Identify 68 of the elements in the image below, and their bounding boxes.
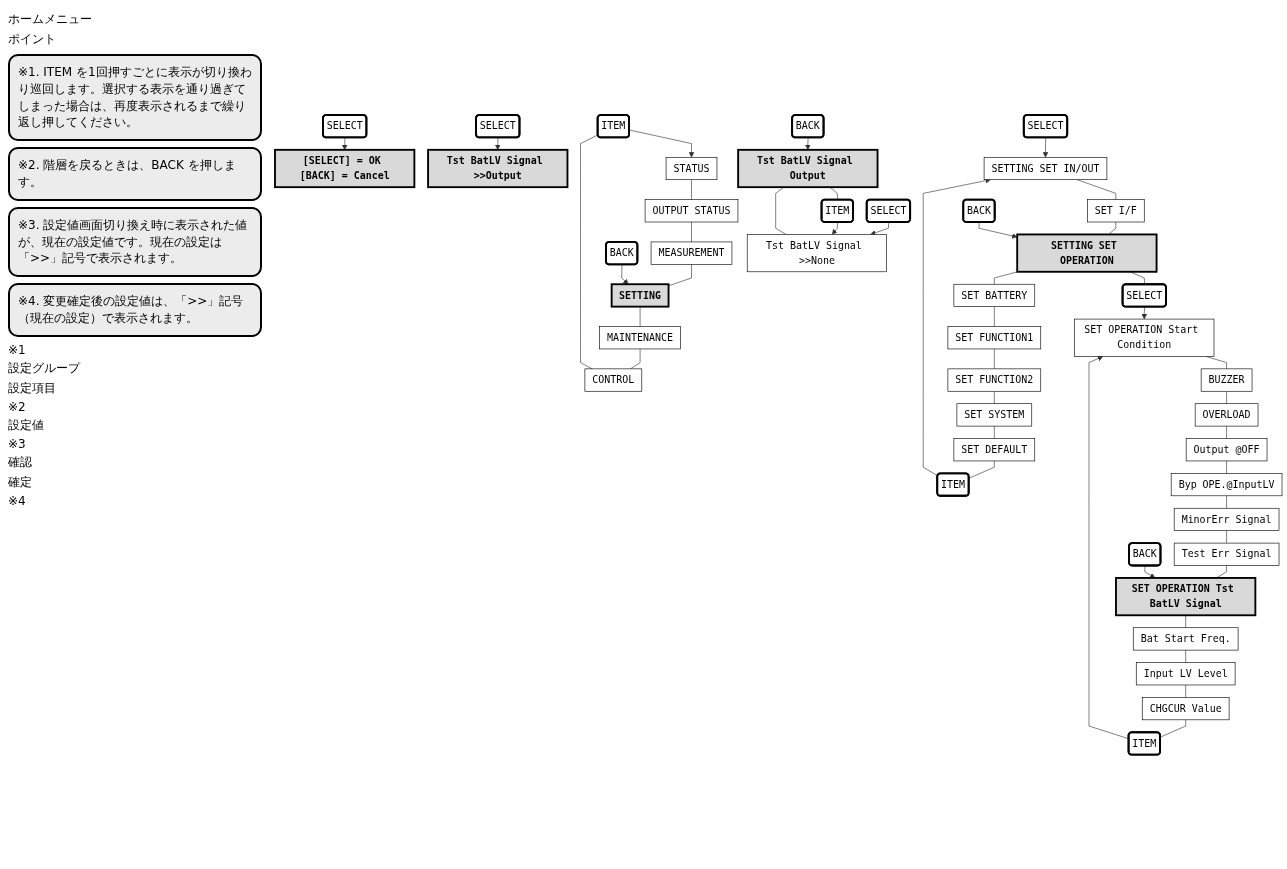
node-box: SETTING SET IN/OUT (983, 156, 1108, 180)
connector (691, 221, 692, 242)
node-box: MinorErr Signal (1173, 507, 1280, 531)
node-box: OVERLOAD (1194, 403, 1259, 427)
node-box: Byp OPE.@InputLV (1170, 472, 1283, 496)
connector (994, 348, 995, 369)
node-box: SET DEFAULT (953, 437, 1036, 461)
node-box: Tst BatLV Signal >>Output (427, 148, 569, 188)
node-box: CHGCUR Value (1141, 696, 1230, 720)
label-text: 確認 (8, 453, 33, 471)
connector (1226, 390, 1227, 404)
connector (580, 134, 599, 369)
connector (1226, 425, 1227, 439)
connector (1185, 614, 1186, 628)
connector (691, 179, 692, 200)
note-text: ※1. ITEM を1回押すごとに表示が切り換わり巡回します。選択する表示を通り過ぎてしまった場合は、再度表示されるまで繰り返し押してください。 (8, 54, 262, 142)
connector (1216, 564, 1227, 578)
connector (968, 460, 995, 479)
note-text: ※2. 階層を戻るときは、BACK を押します。 (8, 147, 262, 201)
node-box: Tst BatLV Signal >>None (746, 233, 887, 272)
connector (775, 186, 787, 235)
label-text: 設定項目 (8, 379, 57, 397)
label-text: 確定 (8, 473, 33, 491)
label-text: ※2 (8, 399, 27, 414)
node-box: Bat Start Freq. (1132, 627, 1239, 651)
node-box: Test Err Signal (1173, 542, 1280, 566)
connector (994, 390, 995, 404)
note-text: ※3. 設定値画面切り換え時に表示された値が、現在の設定値です。現在の設定は「>>」記号で表示されます。 (8, 206, 262, 278)
connector (639, 306, 641, 327)
label-text: ホームメニュー (8, 11, 93, 28)
node-box: CONTROL (584, 368, 643, 392)
node-box: [SELECT] = OK [BACK] = Cancel (274, 148, 416, 188)
node-box: MEASUREMENT (650, 241, 733, 265)
node-box: Tst BatLV Signal Output (737, 148, 879, 188)
node-box: SET I/F (1087, 198, 1145, 222)
connector (1226, 460, 1227, 474)
node-box: SETTING SET OPERATION (1016, 233, 1158, 273)
connector (994, 271, 1018, 285)
node-box: Input LV Level (1135, 661, 1236, 685)
label-text: ※3 (8, 436, 27, 451)
node-box: SETTING (610, 282, 670, 308)
node-box: STATUS (665, 156, 718, 180)
node-box: SET OPERATION Tst BatLV Signal (1115, 576, 1257, 616)
connector (1185, 684, 1186, 698)
connector (829, 186, 838, 200)
connector (1160, 719, 1186, 738)
connector (994, 425, 995, 439)
connector (1185, 649, 1186, 663)
node-box: MAINTENANCE (599, 325, 681, 349)
label-text: ポイント (8, 31, 57, 48)
connector (1226, 495, 1227, 509)
node-box: Output @OFF (1185, 437, 1268, 461)
label-text: 設定グループ (8, 359, 82, 377)
connector (994, 306, 995, 327)
node-box: SET SYSTEM (956, 403, 1033, 427)
node-box: SET OPERATION Start Condition (1074, 318, 1215, 357)
node-box: SET FUNCTION2 (947, 368, 1042, 392)
connector (1108, 221, 1117, 235)
node-box: BUZZER (1200, 368, 1253, 392)
node-box: SET BATTERY (953, 283, 1036, 307)
connector (668, 263, 692, 286)
connector (1226, 530, 1227, 544)
node-box: OUTPUT STATUS (644, 198, 739, 222)
node-box: SET FUNCTION1 (947, 325, 1042, 349)
label-text: ※4 (8, 493, 27, 508)
note-text: ※4. 変更確定後の設定値は、「>>」記号（現在の設定）で表示されます。 (8, 283, 262, 337)
label-text: ※1 (8, 342, 27, 357)
label-text: 設定値 (8, 416, 45, 434)
